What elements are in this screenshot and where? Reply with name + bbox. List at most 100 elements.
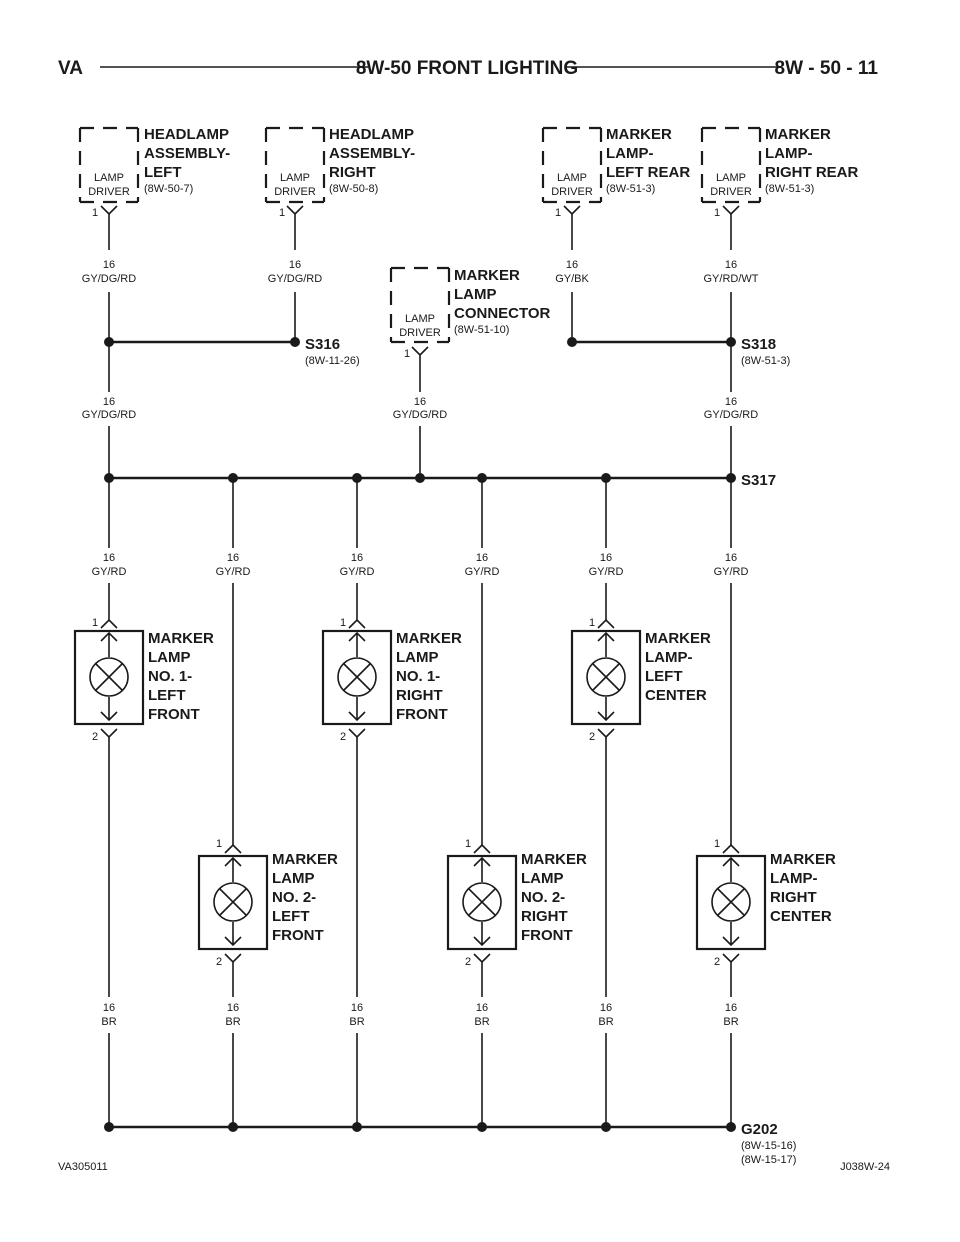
lamp-pin-top: 1 bbox=[465, 838, 471, 850]
wire-gauge: 16 bbox=[351, 552, 363, 564]
wire-color: GY/DG/RD bbox=[704, 409, 758, 421]
driver-pin: 1 bbox=[404, 348, 410, 360]
footer-left-code: VA305011 bbox=[58, 1161, 108, 1173]
wire-gauge: 16 bbox=[103, 396, 115, 408]
driver-title-line1: HEADLAMP bbox=[329, 126, 414, 143]
lamp-title-line4: CENTER bbox=[645, 687, 707, 704]
lamp-title-line3: NO. 2- bbox=[272, 889, 316, 906]
lamp-title-line2: LAMP bbox=[272, 870, 315, 887]
lamp-pin-bottom: 2 bbox=[340, 731, 346, 743]
wire-color: GY/RD bbox=[92, 566, 127, 578]
lamp-title-line3: RIGHT bbox=[770, 889, 817, 906]
lamp-title-line5: FRONT bbox=[272, 927, 324, 944]
lamp-pin-bottom: 2 bbox=[216, 956, 222, 968]
ground-g202: G202 (8W-15-16) (8W-15-17) bbox=[104, 1121, 796, 1166]
lamp-title-line1: MARKER bbox=[645, 630, 711, 647]
driver-ref: (8W-51-3) bbox=[765, 183, 814, 195]
wire-color: BR bbox=[349, 1016, 364, 1028]
lamp-title-line4: LEFT bbox=[272, 908, 310, 925]
driver-ref: (8W-51-3) bbox=[606, 183, 655, 195]
wire-color: GY/RD bbox=[465, 566, 500, 578]
driver-label-line2: DRIVER bbox=[551, 186, 593, 198]
wire-gauge: 16 bbox=[103, 552, 115, 564]
lamp-title-line2: LAMP- bbox=[645, 649, 693, 666]
driver-title-line3: RIGHT REAR bbox=[765, 164, 859, 181]
wire-color: BR bbox=[474, 1016, 489, 1028]
splice-s318: S318 (8W-51-3) 16 GY/DG/RD bbox=[567, 336, 790, 478]
wire-gauge: 16 bbox=[103, 1002, 115, 1014]
ground-g202-ref1: (8W-15-16) bbox=[741, 1140, 796, 1152]
lamp-marker-2-left-front: 16 GY/RD 1 2 16 BR MARKER LAMP NO. 2- LE… bbox=[197, 478, 338, 1127]
driver-title-line3: CONNECTOR bbox=[454, 305, 551, 322]
lamp-marker-2-right-front: 16 GY/RD 1 2 16 BR MARKER LAMP NO. 2- RI… bbox=[446, 478, 587, 1127]
wire-gauge: 16 bbox=[600, 1002, 612, 1014]
wire-gauge: 16 bbox=[476, 552, 488, 564]
wire-gauge: 16 bbox=[351, 1002, 363, 1014]
driver-title-line2: LAMP bbox=[454, 286, 497, 303]
splice-s317-label: S317 bbox=[741, 472, 776, 489]
wire-gauge: 16 bbox=[476, 1002, 488, 1014]
driver-title-line1: MARKER bbox=[765, 126, 831, 143]
lamp-title-line3: NO. 1- bbox=[396, 668, 440, 685]
driver-ref: (8W-50-7) bbox=[144, 183, 193, 195]
driver-title-line2: ASSEMBLY- bbox=[329, 145, 415, 162]
lamp-title-line5: FRONT bbox=[396, 706, 448, 723]
driver-label-line1: LAMP bbox=[94, 172, 124, 184]
splice-s318-ref: (8W-51-3) bbox=[741, 355, 790, 367]
driver-headlamp-right: LAMP DRIVER HEADLAMP ASSEMBLY- RIGHT (8W… bbox=[264, 126, 415, 340]
driver-title-line3: LEFT bbox=[144, 164, 182, 181]
lamp-pin-top: 1 bbox=[340, 617, 346, 629]
driver-label-line1: LAMP bbox=[716, 172, 746, 184]
driver-pin: 1 bbox=[279, 207, 285, 219]
lamp-pin-bottom: 2 bbox=[714, 956, 720, 968]
lamp-marker-right-center: 16 GY/RD 1 2 16 BR MARKER LAMP- RIGHT CE… bbox=[695, 478, 836, 1127]
lamp-title-line2: LAMP bbox=[148, 649, 191, 666]
wire-color: GY/RD bbox=[340, 566, 375, 578]
driver-label-line2: DRIVER bbox=[88, 186, 130, 198]
lamp-title-line5: FRONT bbox=[148, 706, 200, 723]
page-footer: VA305011 J038W-24 bbox=[58, 1161, 890, 1173]
lamp-title-line3: NO. 2- bbox=[521, 889, 565, 906]
page-header: VA 8W-50 FRONT LIGHTING 8W - 50 - 11 bbox=[58, 58, 878, 79]
driver-title-line1: HEADLAMP bbox=[144, 126, 229, 143]
lamp-pin-bottom: 2 bbox=[92, 731, 98, 743]
driver-title-line2: LAMP- bbox=[606, 145, 654, 162]
lamp-title-line2: LAMP bbox=[396, 649, 439, 666]
splice-s318-label: S318 bbox=[741, 336, 776, 353]
driver-pin: 1 bbox=[92, 207, 98, 219]
wire-color: GY/DG/RD bbox=[82, 273, 136, 285]
driver-title-line2: ASSEMBLY- bbox=[144, 145, 230, 162]
driver-title-line2: LAMP- bbox=[765, 145, 813, 162]
wire-gauge: 16 bbox=[725, 552, 737, 564]
driver-label-line2: DRIVER bbox=[399, 327, 441, 339]
wire-gauge: 16 bbox=[725, 259, 737, 271]
wire-color: BR bbox=[598, 1016, 613, 1028]
wire-color: GY/RD bbox=[589, 566, 624, 578]
wire-gauge: 16 bbox=[600, 552, 612, 564]
lamp-title-line5: FRONT bbox=[521, 927, 573, 944]
wire-color: GY/RD bbox=[216, 566, 251, 578]
lamp-title-line4: CENTER bbox=[770, 908, 832, 925]
wire-color: GY/DG/RD bbox=[82, 409, 136, 421]
driver-title-line3: RIGHT bbox=[329, 164, 376, 181]
lamp-pin-top: 1 bbox=[216, 838, 222, 850]
wire-color: GY/DG/RD bbox=[393, 409, 447, 421]
driver-label-line1: LAMP bbox=[405, 313, 435, 325]
ground-g202-label: G202 bbox=[741, 1121, 778, 1138]
lamp-title-line3: NO. 1- bbox=[148, 668, 192, 685]
lamp-title-line2: LAMP- bbox=[770, 870, 818, 887]
wire-color: GY/RD bbox=[714, 566, 749, 578]
driver-label-line1: LAMP bbox=[280, 172, 310, 184]
lamp-title-line1: MARKER bbox=[770, 851, 836, 868]
header-title: 8W-50 FRONT LIGHTING bbox=[356, 58, 578, 79]
lamp-pin-top: 1 bbox=[92, 617, 98, 629]
wire-color: GY/BK bbox=[555, 273, 589, 285]
driver-ref: (8W-51-10) bbox=[454, 324, 509, 336]
driver-marker-right-rear: LAMP DRIVER MARKER LAMP- RIGHT REAR (8W-… bbox=[700, 126, 859, 340]
lamp-title-line3: LEFT bbox=[645, 668, 683, 685]
driver-label-line1: LAMP bbox=[557, 172, 587, 184]
wire-gauge: 16 bbox=[103, 259, 115, 271]
splice-s316-label: S316 bbox=[305, 336, 340, 353]
wire-color: GY/RD/WT bbox=[704, 273, 759, 285]
